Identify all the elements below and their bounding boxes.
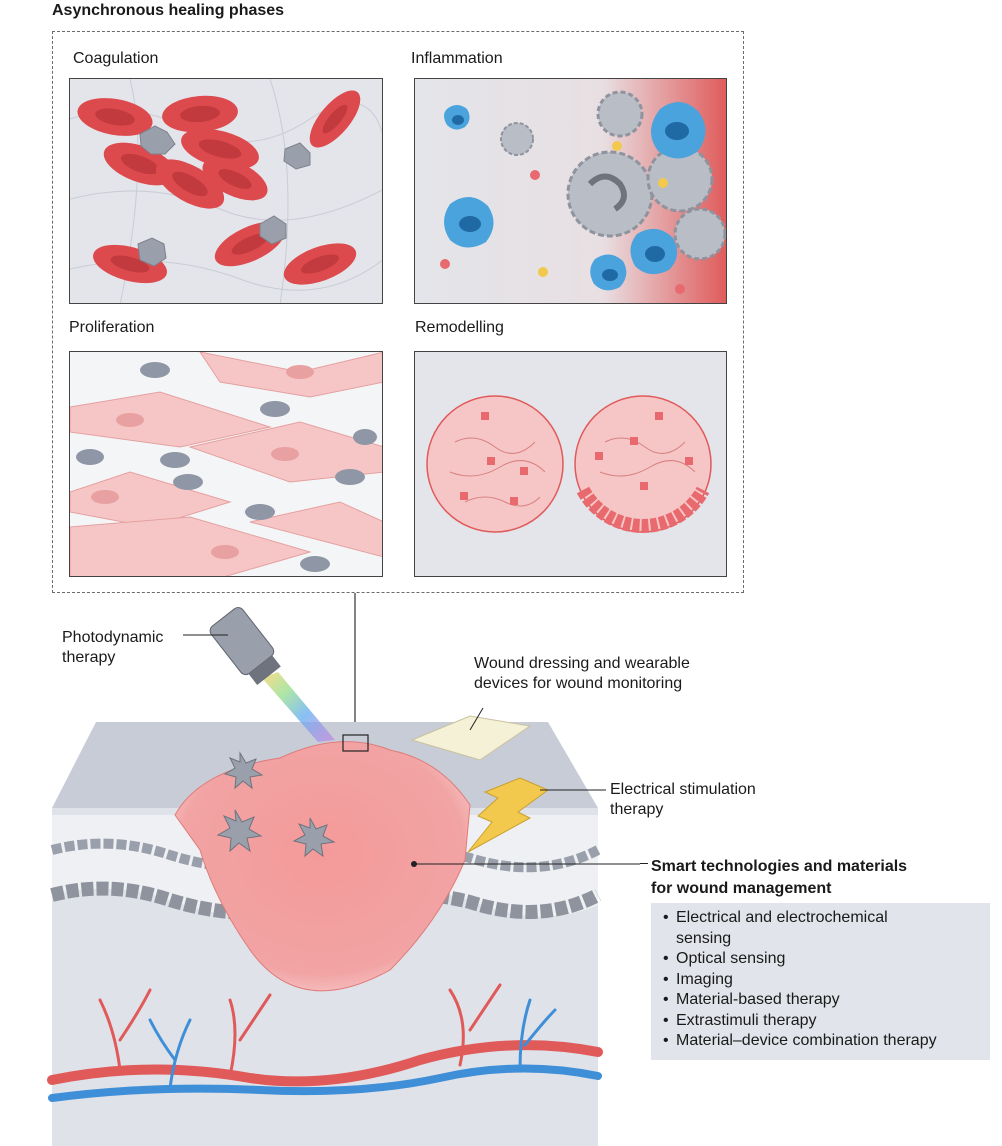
callout-smart-line1: Smart technologies and materials (651, 858, 908, 875)
platelet (137, 237, 167, 267)
red-blood-cell (309, 90, 361, 148)
list-item-continued: sensing (676, 929, 732, 947)
blood-vessels (47, 983, 603, 1102)
red-blood-cell (181, 128, 259, 170)
wound-bed (174, 741, 471, 992)
callout-electrical-line1: Electrical stimulation (610, 781, 756, 798)
tissue-section (574, 395, 712, 533)
macrophage (444, 196, 494, 248)
callout-photodynamic: Photodynamic therapy (62, 628, 163, 668)
immune-cell-grey (673, 207, 726, 261)
platelet (259, 215, 287, 245)
callout-dressing: Wound dressing and wearable devices for … (474, 654, 690, 694)
macrophage (590, 254, 627, 291)
red-blood-cell (155, 159, 225, 209)
callout-dressing-line1: Wound dressing and wearable (474, 655, 690, 672)
immune-cell-grey (500, 122, 534, 156)
red-blood-cell (77, 98, 153, 136)
macrophage (650, 101, 706, 159)
proliferation-panel (69, 351, 383, 577)
immune-cell (223, 751, 264, 790)
list-item: Electrical and electrochemical (663, 908, 990, 929)
list-item: Optical sensing (663, 949, 990, 970)
light-beam (262, 672, 335, 742)
label-inflammation: Inflammation (411, 50, 503, 67)
callout-electrical: Electrical stimulation therapy (610, 780, 756, 820)
coagulation-panel (69, 78, 383, 304)
platelet (283, 142, 311, 170)
wound-diagram (0, 590, 640, 1146)
callout-photodynamic-line2: therapy (62, 649, 116, 666)
platelet (139, 125, 176, 155)
label-proliferation: Proliferation (69, 319, 155, 336)
callout-smart-line2: for wound management (651, 880, 832, 897)
macrophage (444, 105, 470, 130)
phases-container (52, 31, 744, 593)
lightning-icon (467, 777, 550, 853)
smart-leader-line (640, 863, 648, 864)
callout-photodynamic-line1: Photodynamic (62, 629, 164, 646)
macrophage (630, 228, 678, 275)
callout-dressing-line2: devices for wound monitoring (474, 675, 683, 692)
inflammation-panel (414, 78, 727, 304)
immune-cell-grey (646, 145, 714, 213)
immune-cell-grey (566, 150, 654, 238)
tissue-section (426, 395, 564, 533)
callout-electrical-line2: therapy (610, 801, 664, 818)
light-device-icon (209, 607, 281, 685)
smart-list-box: Electrical and electrochemical sensing O… (651, 903, 990, 1060)
detail-marker (342, 734, 369, 752)
list-item: Material–device combination therapy (663, 1031, 990, 1052)
label-coagulation: Coagulation (73, 50, 159, 67)
list-item: Extrastimuli therapy (663, 1011, 990, 1032)
callout-smart: Smart technologies and materials for wou… (651, 856, 907, 900)
red-blood-cell (202, 157, 268, 201)
list-item: Material-based therapy (663, 990, 990, 1011)
wound-dressing (410, 715, 532, 761)
label-remodelling: Remodelling (415, 319, 504, 336)
red-blood-cell (162, 95, 238, 133)
figure-heading: Asynchronous healing phases (52, 2, 285, 19)
immune-cell (216, 809, 263, 853)
immune-cell (292, 817, 336, 858)
list-item: Imaging (663, 970, 990, 991)
remodelling-panel (414, 351, 727, 577)
immune-cell-grey (596, 90, 644, 138)
red-blood-cell (283, 243, 357, 285)
smart-list: Electrical and electrochemical sensing O… (651, 903, 990, 1052)
